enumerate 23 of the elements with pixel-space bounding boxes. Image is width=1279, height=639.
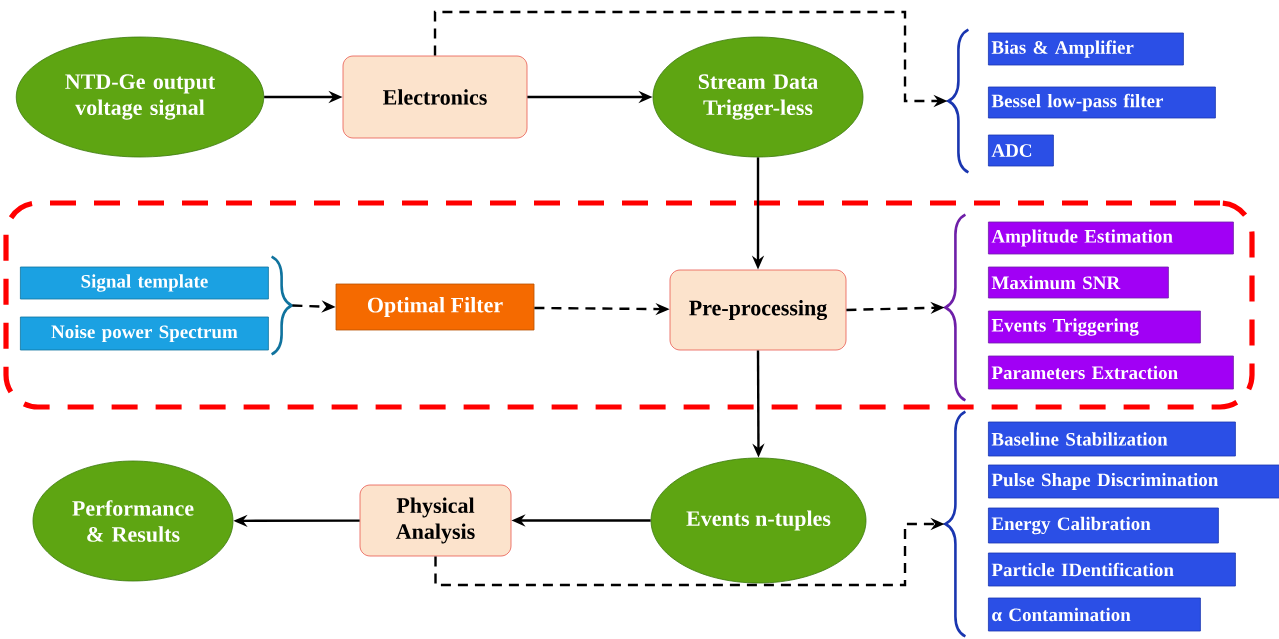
- list-item-box: Bessel low-pass filter: [988, 86, 1216, 119]
- list-item-box: Energy Calibration: [988, 507, 1219, 544]
- filter-box: Optimal Filter: [335, 283, 535, 331]
- curly-brace: [944, 410, 967, 638]
- list-item-box: Bias & Amplifier: [988, 32, 1184, 66]
- list-item-box: Signal template: [20, 266, 269, 300]
- curly-brace: [270, 255, 293, 356]
- dashed-region: [3, 200, 1255, 410]
- curly-brace: [947, 28, 970, 174]
- list-item-box: Particle IDentification: [988, 552, 1236, 587]
- process-box: Electronics: [342, 55, 528, 139]
- process-box: Pre-processing: [669, 269, 847, 351]
- list-item-box: Pulse Shape Discrimination: [988, 464, 1279, 499]
- list-item-box: Events Triggering: [988, 310, 1201, 344]
- curly-brace: [944, 213, 967, 402]
- list-item-box: Noise power Spectrum: [20, 316, 269, 351]
- list-item-box: ADC: [988, 134, 1054, 167]
- process-box: Physical Analysis: [359, 484, 512, 557]
- list-item-box: Amplitude Estimation: [988, 221, 1234, 255]
- list-item-box: Maximum SNR: [988, 266, 1169, 299]
- list-item-box: Baseline Stabilization: [988, 421, 1236, 457]
- list-item-box: Parameters Extraction: [988, 355, 1234, 390]
- list-item-box: α Contamination: [988, 597, 1201, 632]
